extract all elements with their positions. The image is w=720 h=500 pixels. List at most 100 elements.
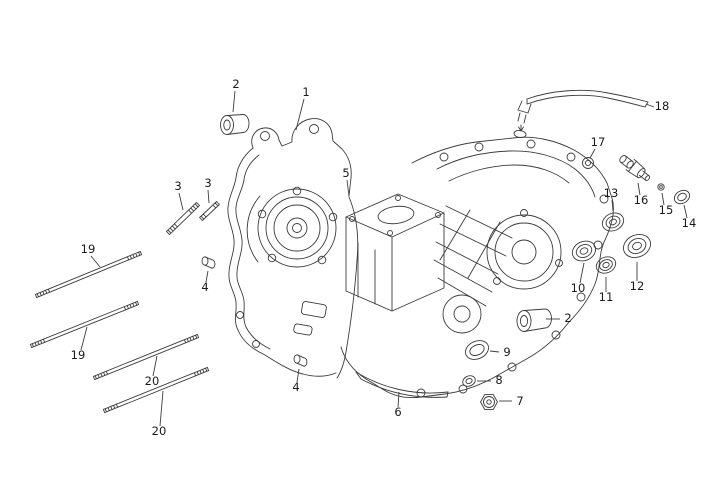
callout-label: 3 [204, 176, 211, 190]
bolt-hole [599, 194, 609, 204]
callout-label: 19 [81, 242, 96, 256]
callout-label: 16 [634, 193, 649, 207]
callout-label: 20 [145, 374, 160, 388]
callout-label: 19 [71, 348, 86, 362]
callout-leader-line [661, 192, 665, 206]
callout-leader-line [397, 391, 400, 408]
part-bearing-12 [623, 233, 651, 259]
callout-leader-line [637, 182, 641, 196]
bolt-hole [551, 330, 561, 340]
callout-2a: 2 [232, 77, 240, 113]
stud-hole [435, 212, 441, 218]
callout-label: 8 [495, 373, 502, 387]
callout-11: 11 [599, 277, 614, 304]
callout-label: 14 [682, 216, 697, 230]
callout-leader-line [159, 390, 164, 427]
part-drain-bolt-7 [480, 394, 498, 410]
callout-leader-line [295, 98, 305, 131]
part-stud-3b [199, 201, 220, 221]
bolt-hole [267, 253, 277, 263]
bolt-hole [292, 186, 302, 196]
stud-hole [387, 230, 393, 236]
stud-hole [349, 216, 355, 222]
callout-leader-line [90, 255, 101, 268]
bolt-hole [507, 362, 517, 372]
part-stepped-shaft-16 [619, 155, 651, 181]
crankcase-drawing [201, 89, 691, 410]
bolt-hole [257, 209, 267, 219]
stud-layer [29, 201, 220, 414]
callout-14: 14 [682, 204, 697, 230]
callout-1: 1 [295, 85, 310, 131]
callout-label: 15 [659, 203, 674, 217]
part-dowel-pin-4a [201, 256, 216, 269]
callout-10: 10 [571, 262, 586, 295]
callout-8: 8 [477, 373, 503, 387]
callout-label: 3 [174, 179, 181, 193]
callout-label: 4 [292, 380, 299, 394]
part-gasket-seam [336, 196, 359, 379]
callout-leader-line [611, 199, 614, 212]
callout-label: 6 [394, 405, 401, 419]
callout-label: 2 [232, 77, 239, 91]
callout-leader-line [232, 90, 236, 113]
part-right-crankcase-half [340, 129, 614, 399]
callout-label: 10 [571, 281, 586, 295]
callout-leader-line [589, 148, 596, 159]
part-stud-19a [34, 250, 143, 299]
bolt-hole [493, 277, 501, 285]
callout-label: 1 [302, 85, 309, 99]
callout-leader-line [296, 368, 300, 383]
part-washer-8 [462, 375, 476, 387]
callout-label: 4 [201, 280, 208, 294]
part-bushing-2-top [220, 114, 250, 135]
part-bearing-10 [571, 240, 597, 262]
callout-label: 2 [564, 311, 571, 325]
callout-label: 11 [599, 290, 614, 304]
callout-leader-line [489, 350, 500, 353]
bolt-hole [328, 212, 338, 222]
callout-9: 9 [489, 345, 511, 359]
bolt-hole [439, 152, 449, 162]
callout-17: 17 [589, 135, 605, 159]
bolt-hole [309, 124, 319, 134]
bolt-hole [555, 259, 563, 267]
bolt-hole [317, 255, 327, 265]
callout-20a: 20 [145, 355, 160, 388]
callout-label: 5 [342, 166, 349, 180]
callout-3b: 3 [204, 176, 212, 204]
bolt-hole [576, 292, 586, 302]
part-bearing-13 [601, 212, 625, 232]
part-dowel-pin-4b [293, 354, 308, 367]
part-stud-20a [92, 333, 200, 381]
callout-4a: 4 [201, 270, 209, 294]
callout-12: 12 [630, 262, 645, 293]
part-stud-19b [29, 300, 140, 349]
callout-leader-line [579, 262, 585, 284]
callout-label: 9 [503, 345, 510, 359]
callout-leader-line [207, 189, 210, 204]
callout-label: 18 [655, 99, 670, 113]
callout-4b: 4 [292, 368, 300, 394]
callout-leader-line [152, 355, 158, 377]
callout-leader-line [683, 204, 688, 219]
stud-hole [395, 195, 401, 201]
callout-3a: 3 [174, 179, 184, 211]
bolt-hole [566, 152, 576, 162]
callout-20b: 20 [152, 390, 167, 438]
part-pin-15 [657, 183, 665, 191]
bolt-hole [520, 209, 528, 217]
bolt-hole [526, 139, 536, 149]
callout-label: 20 [152, 424, 167, 438]
callout-leader-line [346, 179, 350, 197]
callout-7: 7 [499, 394, 524, 408]
part-cap-plug-14 [673, 189, 691, 205]
callout-18: 18 [645, 99, 670, 113]
callout-5: 5 [342, 166, 350, 197]
callout-6: 6 [394, 391, 402, 419]
callout-label: 12 [630, 279, 645, 293]
callout-19a: 19 [81, 242, 101, 268]
callout-13: 13 [604, 186, 618, 212]
